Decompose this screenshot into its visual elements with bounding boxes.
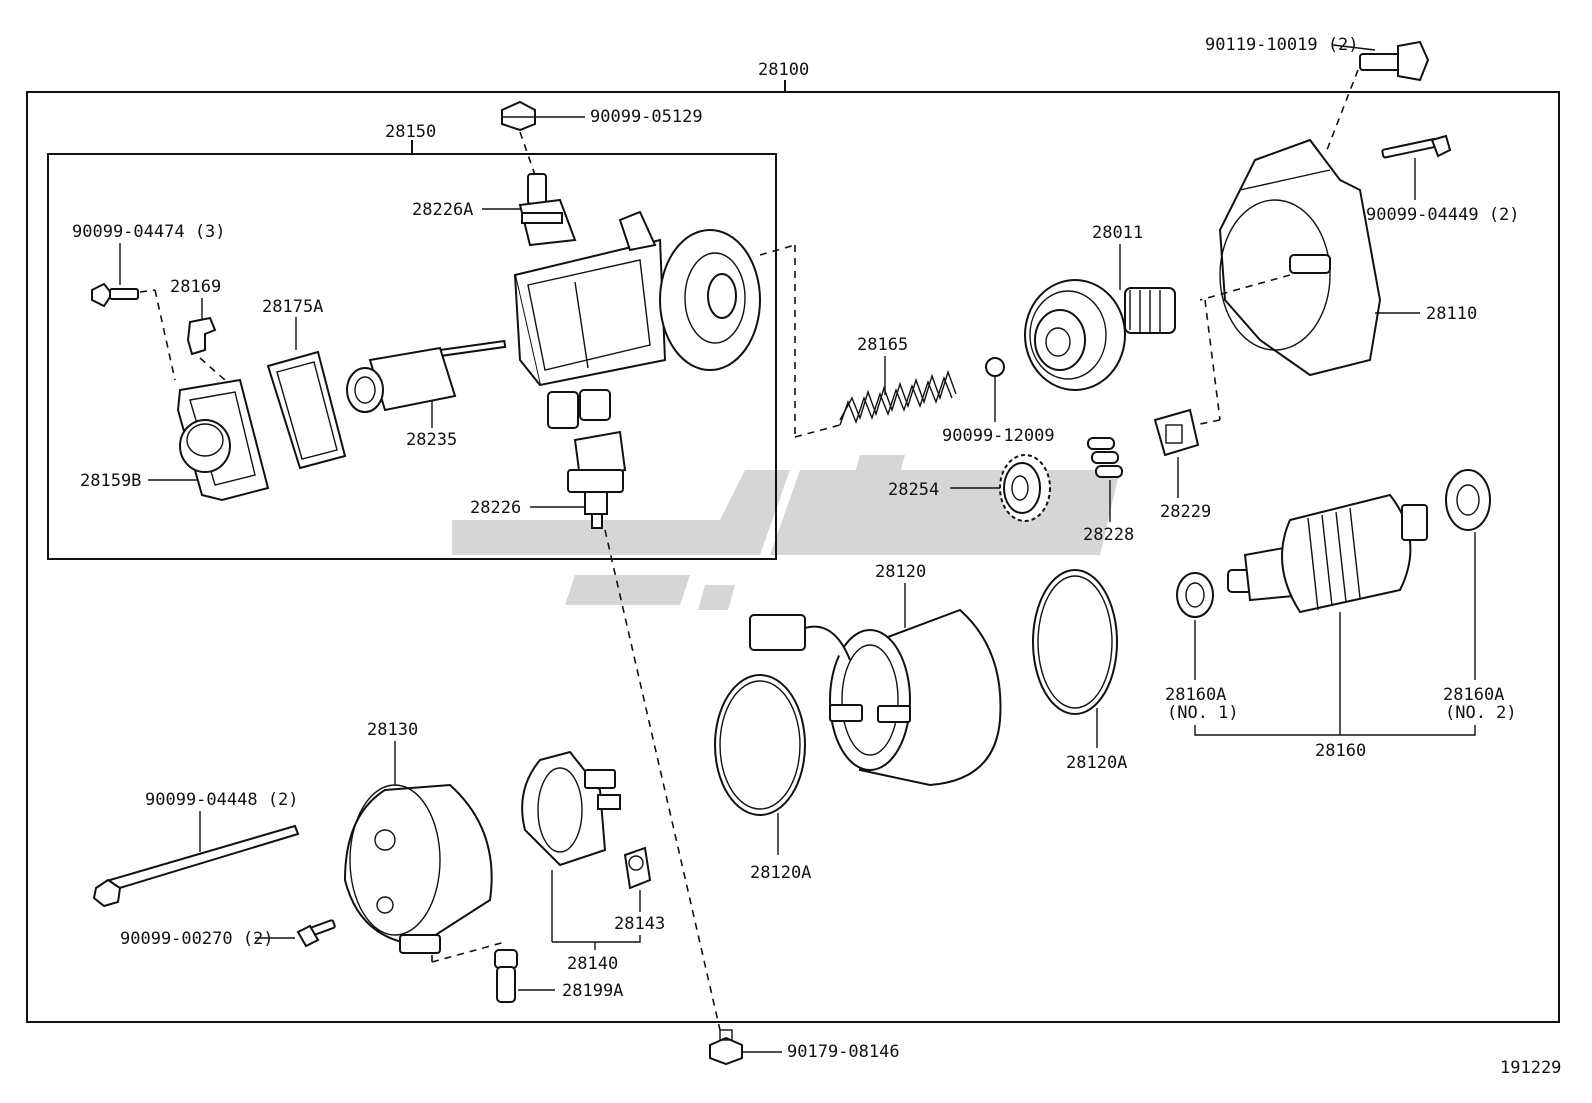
label-28160A-no1-note: (NO. 1) — [1167, 703, 1239, 723]
screw-90099-00270 — [296, 919, 336, 948]
label-90179-08146: 90179-08146 — [787, 1042, 900, 1062]
label-90099-04474: 90099-04474 (3) — [72, 222, 226, 242]
bearing-28160A-no2 — [1445, 469, 1491, 531]
gasket-28175A — [266, 350, 347, 470]
label-28130: 28130 — [367, 720, 418, 740]
terminal-28226 — [567, 430, 627, 529]
label-28228: 28228 — [1083, 525, 1134, 545]
label-28235: 28235 — [406, 430, 457, 450]
yoke-28120 — [749, 608, 1002, 787]
gear-28254 — [999, 454, 1051, 522]
cover-28159B — [176, 378, 270, 502]
brush-spring-28143 — [623, 846, 652, 890]
label-28199A: 28199A — [562, 981, 623, 1001]
plunger-28235 — [346, 339, 507, 413]
clutch-28011 — [1024, 279, 1176, 391]
label-28143: 28143 — [614, 914, 665, 934]
o-ring-28120A-left — [714, 674, 806, 816]
bolt-90119-10019 — [1359, 40, 1430, 82]
bearing-28160A-no1 — [1176, 572, 1214, 618]
ball-90099-12009 — [985, 357, 1005, 377]
end-frame-28130 — [343, 783, 493, 954]
label-28160: 28160 — [1315, 741, 1366, 761]
label-90099-12009: 90099-12009 — [942, 426, 1055, 446]
label-28100: 28100 — [758, 60, 809, 80]
label-90099-04449: 90099-04449 (2) — [1366, 205, 1520, 225]
diagram-id: 191229 — [1500, 1058, 1561, 1078]
bolt-90099-04474 — [91, 282, 139, 308]
label-28120A-right: 28120A — [1066, 753, 1127, 773]
label-28150: 28150 — [385, 122, 436, 142]
label-28140: 28140 — [567, 954, 618, 974]
label-28160A-no1: 28160A — [1165, 685, 1226, 705]
retainer-28229 — [1153, 408, 1200, 457]
label-28175A: 28175A — [262, 297, 323, 317]
label-28159B: 28159B — [80, 471, 141, 491]
nut-90099-05129 — [501, 100, 536, 132]
through-bolt-90099-04448 — [92, 824, 300, 908]
terminal-28226A — [518, 173, 577, 247]
clip-28169 — [186, 316, 217, 356]
spring-28165 — [839, 369, 957, 426]
armature-28160 — [1227, 493, 1428, 614]
label-28226: 28226 — [470, 498, 521, 518]
solenoid-housing — [513, 210, 761, 429]
label-90099-00270: 90099-00270 (2) — [120, 929, 274, 949]
label-28160A-no2-note: (NO. 2) — [1445, 703, 1517, 723]
label-90099-04448: 90099-04448 (2) — [145, 790, 299, 810]
plug-28199A — [494, 949, 518, 1003]
label-28169: 28169 — [170, 277, 221, 297]
label-28110: 28110 — [1426, 304, 1477, 324]
label-90119-10019: 90119-10019 (2) — [1205, 35, 1359, 55]
label-28165: 28165 — [857, 335, 908, 355]
o-ring-28120A-right — [1032, 569, 1118, 715]
rollers-28228 — [1087, 437, 1123, 478]
assembly-frame-28100 — [26, 91, 1560, 1023]
label-28120: 28120 — [875, 562, 926, 582]
label-90099-05129: 90099-05129 — [590, 107, 703, 127]
label-28226A: 28226A — [412, 200, 473, 220]
housing-28110 — [1218, 138, 1382, 377]
label-28160A-no2: 28160A — [1443, 685, 1504, 705]
label-28011: 28011 — [1092, 223, 1143, 243]
bolt-90099-04449 — [1381, 134, 1452, 159]
label-28254: 28254 — [888, 480, 939, 500]
label-28120A-left: 28120A — [750, 863, 811, 883]
brush-holder-28140 — [521, 750, 621, 867]
label-28229: 28229 — [1160, 502, 1211, 522]
nut-90179-08146 — [709, 1029, 743, 1066]
